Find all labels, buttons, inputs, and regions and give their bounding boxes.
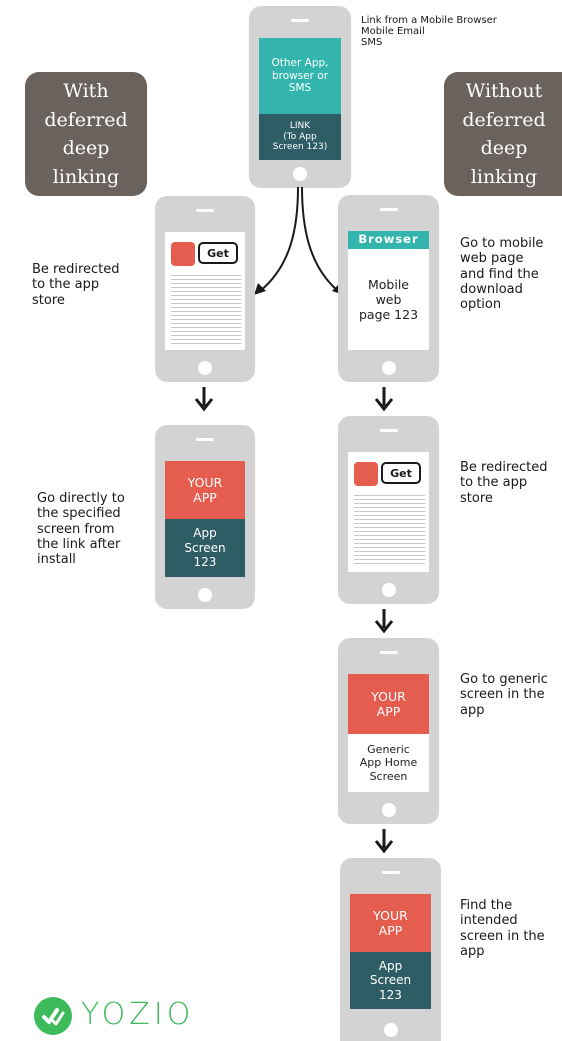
home-button — [198, 361, 212, 375]
down-arrow-icon — [374, 387, 394, 412]
right-store-phone: Get — [338, 416, 439, 604]
app-icon — [354, 462, 378, 486]
final-app-phone: YOUR APP App Screen 123 — [340, 858, 441, 1041]
left-branch-arrowhead — [254, 283, 266, 295]
left-store-caption: Be redirected to the app store — [32, 262, 120, 308]
app-screen-123-panel: App Screen 123 — [165, 519, 245, 577]
left-app-caption: Go directly to the specified screen from… — [37, 491, 125, 568]
generic-app-phone: YOUR APP Generic App Home Screen — [338, 638, 439, 824]
source-app-panel: Other App, browser or SMS — [259, 38, 341, 114]
home-button — [381, 361, 396, 375]
speaker — [379, 429, 398, 432]
home-button — [293, 167, 307, 181]
store-description-lines — [354, 495, 425, 566]
app-store-screen: Get — [165, 232, 245, 350]
home-button — [381, 803, 396, 817]
browser-caption: Go to mobile web page and find the downl… — [460, 236, 544, 313]
link-panel: LINK (To App Screen 123) — [259, 114, 341, 160]
get-button: Get — [381, 462, 421, 484]
mobile-web-page: Mobile web page 123 — [358, 277, 419, 322]
browser-header: Browser — [348, 231, 429, 249]
speaker — [196, 438, 214, 441]
speaker — [196, 209, 214, 212]
down-arrow-icon — [374, 829, 394, 854]
left-store-phone: Get — [155, 196, 255, 382]
speaker — [291, 19, 309, 22]
top-phone: Other App, browser or SMS LINK (To App S… — [249, 6, 351, 188]
home-button — [381, 583, 396, 597]
get-button: Get — [198, 242, 238, 264]
left-app-phone: YOUR APP App Screen 123 — [155, 425, 255, 609]
yozio-logo: YOZIO — [33, 994, 203, 1038]
home-button — [383, 1023, 398, 1037]
speaker — [379, 651, 398, 654]
down-arrow-icon — [194, 387, 214, 412]
final-app-screen: YOUR APP App Screen 123 — [350, 894, 431, 1009]
app-store-screen: Get — [348, 452, 429, 572]
generic-app-caption: Go to generic screen in the app — [460, 672, 548, 718]
app-icon — [171, 242, 195, 266]
your-app-panel: YOUR APP — [350, 894, 431, 952]
final-app-caption: Find the intended screen in the app — [460, 898, 545, 959]
your-app-panel: YOUR APP — [165, 461, 245, 519]
without-deferred-badge: Without deferred deep linking — [444, 72, 562, 196]
top-caption: Link from a Mobile Browser Mobile Email … — [361, 15, 497, 48]
yozio-logo-text: YOZIO — [81, 997, 195, 1032]
app-screen-123-panel: App Screen 123 — [350, 952, 431, 1009]
app-screen: YOUR APP App Screen 123 — [165, 461, 245, 577]
browser-phone: Browser Mobile web page 123 — [338, 195, 439, 382]
top-phone-screen: Other App, browser or SMS LINK (To App S… — [259, 38, 341, 160]
yozio-logo-mark-icon — [34, 997, 72, 1035]
your-app-panel: YOUR APP — [348, 674, 429, 734]
speaker — [379, 208, 398, 211]
right-store-caption: Be redirected to the app store — [460, 460, 548, 506]
home-button — [198, 588, 212, 602]
with-deferred-badge: With deferred deep linking — [25, 72, 147, 196]
down-arrow-icon — [374, 609, 394, 634]
generic-app-screen: YOUR APP Generic App Home Screen — [348, 674, 429, 792]
speaker — [381, 871, 400, 874]
browser-screen: Browser Mobile web page 123 — [348, 231, 429, 350]
generic-home-screen-panel: Generic App Home Screen — [359, 743, 418, 783]
store-description-lines — [171, 275, 241, 344]
